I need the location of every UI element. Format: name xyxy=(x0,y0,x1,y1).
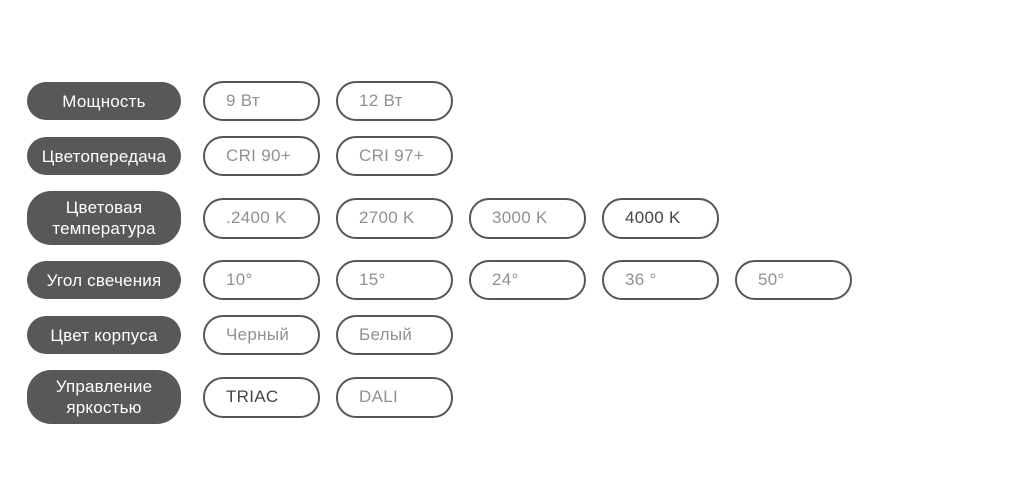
row-label-beam-angle: Угол свечения xyxy=(27,261,181,299)
options-body-color: Черный Белый xyxy=(203,315,453,355)
option-cri-97[interactable]: CRI 97+ xyxy=(336,136,453,176)
config-row-cri: Цветопередача CRI 90+ CRI 97+ xyxy=(27,136,1024,176)
row-label-color-temperature: Цветовая температура xyxy=(27,191,181,245)
options-beam-angle: 10° 15° 24° 36 ° 50° xyxy=(203,260,852,300)
option-white[interactable]: Белый xyxy=(336,315,453,355)
config-row-dimming: Управление яркостью TRIAC DALI xyxy=(27,370,1024,424)
options-dimming: TRIAC DALI xyxy=(203,376,453,418)
option-9-vt[interactable]: 9 Вт xyxy=(203,81,320,121)
option-24deg[interactable]: 24° xyxy=(469,260,586,300)
option-4000k[interactable]: 4000 K xyxy=(602,197,719,239)
option-36deg[interactable]: 36 ° xyxy=(602,260,719,300)
options-cri: CRI 90+ CRI 97+ xyxy=(203,136,453,176)
options-color-temperature: .2400 K 2700 K 3000 K 4000 K xyxy=(203,197,719,239)
option-50deg[interactable]: 50° xyxy=(735,260,852,300)
product-config-panel: Мощность 9 Вт 12 Вт Цветопередача CRI 90… xyxy=(27,81,1024,424)
option-3000k[interactable]: 3000 K xyxy=(469,197,586,239)
option-12-vt[interactable]: 12 Вт xyxy=(336,81,453,121)
option-triac[interactable]: TRIAC xyxy=(203,376,320,418)
row-label-cri: Цветопередача xyxy=(27,137,181,175)
row-label-power: Мощность xyxy=(27,82,181,120)
config-row-beam-angle: Угол свечения 10° 15° 24° 36 ° 50° xyxy=(27,260,1024,300)
options-power: 9 Вт 12 Вт xyxy=(203,81,453,121)
config-row-body-color: Цвет корпуса Черный Белый xyxy=(27,315,1024,355)
option-dali[interactable]: DALI xyxy=(336,376,453,418)
config-row-power: Мощность 9 Вт 12 Вт xyxy=(27,81,1024,121)
option-black[interactable]: Черный xyxy=(203,315,320,355)
option-15deg[interactable]: 15° xyxy=(336,260,453,300)
row-label-dimming: Управление яркостью xyxy=(27,370,181,424)
option-10deg[interactable]: 10° xyxy=(203,260,320,300)
row-label-body-color: Цвет корпуса xyxy=(27,316,181,354)
config-row-color-temperature: Цветовая температура .2400 K 2700 K 3000… xyxy=(27,191,1024,245)
option-2400k[interactable]: .2400 K xyxy=(203,197,320,239)
option-2700k[interactable]: 2700 K xyxy=(336,197,453,239)
option-cri-90[interactable]: CRI 90+ xyxy=(203,136,320,176)
